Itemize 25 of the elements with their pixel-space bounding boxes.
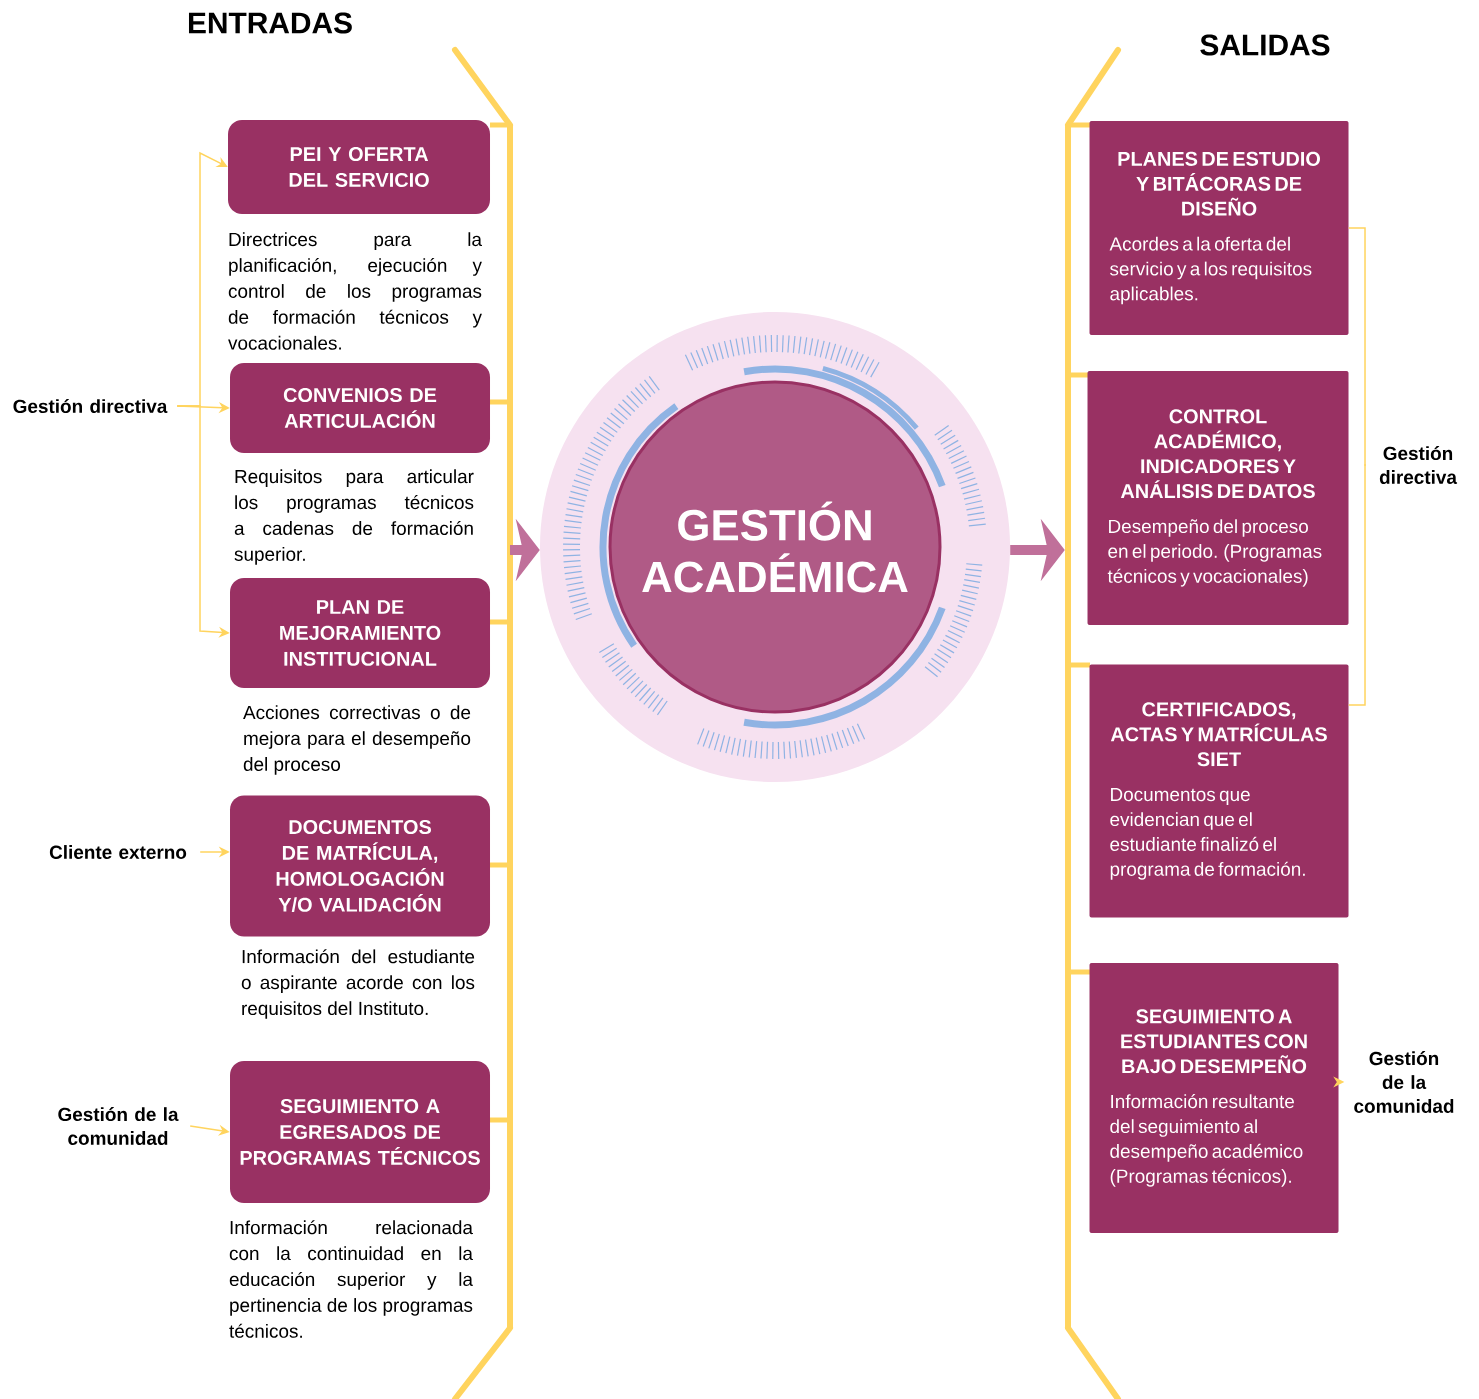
connector-line bbox=[1347, 227, 1367, 466]
description-text: Acciones correctivas o de mejora para el desempeño del proceso bbox=[243, 705, 471, 775]
connector-line bbox=[1347, 464, 1367, 706]
process-box: PEI Y OFERTA DEL SERVICIO bbox=[228, 120, 490, 214]
description-text: Requisitos para articular los programas técnicos a cadenas de formación superior. bbox=[234, 469, 474, 565]
section-title: ENTRADAS bbox=[189, 12, 352, 34]
process-box: SEGUIMIENTO A EGRESADOS DE PROGRAMAS TÉCNICOS bbox=[230, 1061, 490, 1203]
output-box: PLANES DE ESTUDIO Y BITÁCORAS DE DISEÑO Acordes a la oferta del servicio y a los requisitos aplicables. bbox=[1089, 121, 1349, 335]
output-box: SEGUIMIENTO A ESTUDIANTES CON BAJO DESEMPEÑO Información resultante del seguimiento al desempeño académico (Programas técnicos). bbox=[1089, 963, 1339, 1233]
bracket-bar bbox=[1065, 122, 1090, 1328]
process-box: PLAN DE MEJORAMIENTO INSTITUCIONAL bbox=[230, 578, 490, 688]
output-box: CONTROL ACADÉMICO, INDICADORES Y ANÁLISIS DE DATOS Desempeño del proceso en el periodo. (Programas técnicos y vocacionales) bbox=[1087, 371, 1349, 625]
source-label: Gestión de la comunidad bbox=[58, 1107, 179, 1145]
description-text: Información relacionada con la continuidad en la educación superior y la pertinencia de los programas técnicos. bbox=[229, 1220, 473, 1338]
process-box: CONVENIOS DE ARTICULACIÓN bbox=[230, 363, 490, 453]
process-box: DOCUMENTOS DE MATRÍCULA, HOMOLOGACIÓN Y/O VALIDACIÓN bbox=[230, 795, 490, 937]
source-label: Gestión de la comunidad bbox=[1354, 1051, 1454, 1113]
source-label: Cliente externo bbox=[49, 845, 187, 859]
description-text: Información del estudiante o aspirante acorde con los requisitos del Instituto. bbox=[241, 949, 475, 1019]
source-label: Gestión directiva bbox=[1379, 446, 1458, 484]
output-box: CERTIFICADOS, ACTAS Y MATRÍCULAS SIET Documentos que evidencian que el estudiante finalizó el programa de formación. bbox=[1089, 664, 1349, 918]
bracket-bar bbox=[490, 122, 513, 1328]
source-label: Gestión directiva bbox=[13, 398, 168, 414]
section-title: SALIDAS bbox=[1200, 34, 1330, 56]
description-text: Directrices para la planificación, ejecución y control de los programas de formación técnicos y vocacionales. bbox=[228, 232, 482, 350]
